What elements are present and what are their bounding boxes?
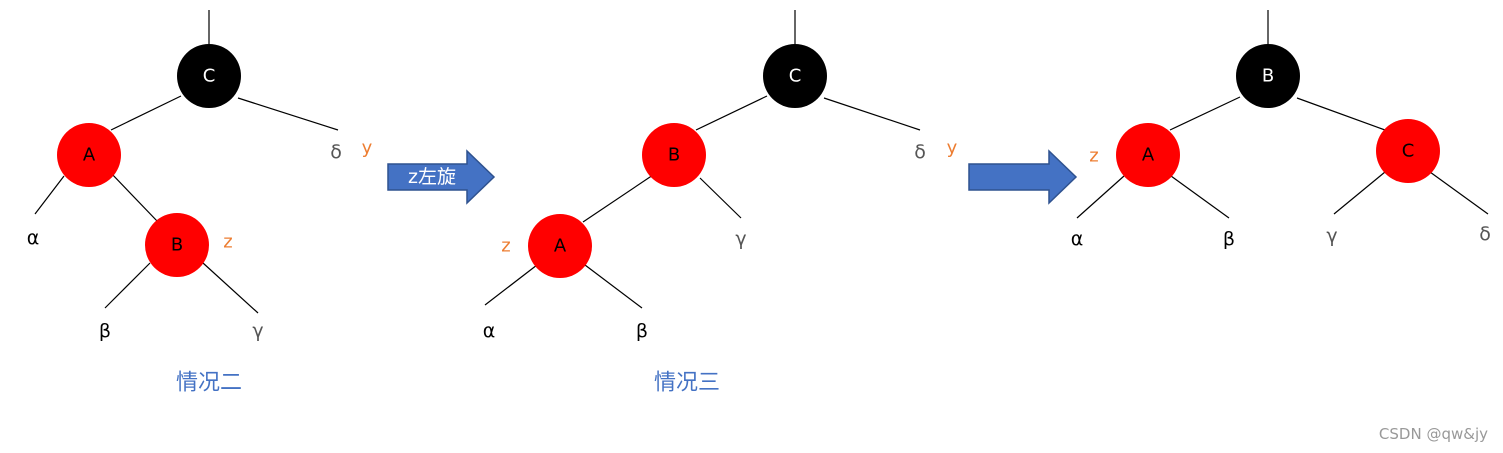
node-a-label: A [83,145,96,166]
tag-z: z [501,236,510,257]
arrow-left-rotate: z左旋 [387,149,496,205]
tag-y: y [362,138,373,159]
edge-b-a [1169,96,1241,131]
leaf-gamma: γ [735,228,746,250]
node-b: B [642,123,706,187]
node-c: C [763,44,827,108]
node-a-label: A [1142,145,1155,166]
leaf-beta: β [636,320,648,342]
leaf-alpha: α [483,320,496,342]
node-c: C [177,44,241,108]
leaf-delta: δ [914,141,926,163]
edge-b-gamma [202,262,259,314]
edge-a-alpha [484,264,538,306]
edge-a-alpha [34,175,65,215]
edge-b-gamma [699,177,742,219]
node-c: C [1376,119,1440,183]
watermark: CSDN @qw&jy [1379,425,1488,443]
node-c-label: C [789,66,802,87]
edge-c-delta [1429,171,1489,215]
node-b-label: B [1262,66,1274,87]
arrow-left-rotate-label: z左旋 [408,166,456,188]
node-a: A [1116,123,1180,187]
tag-z: z [1089,146,1098,167]
tree-case-three: C B A α β γ δ y z 情况三 [483,10,958,396]
node-b: B [145,213,209,277]
node-a: A [528,214,592,278]
leaf-delta: δ [1479,223,1491,245]
node-b-label: B [668,145,680,166]
edge-b-c [1296,97,1386,131]
edge-c-delta [237,97,339,131]
tag-y: y [947,138,958,159]
arrow-transition [968,149,1078,205]
tree-result: B A C α β γ δ z [1071,10,1491,250]
tree-case-two: C A B α β γ δ y z 情况二 [27,10,373,396]
edge-a-b [109,171,159,223]
edge-b-beta [104,262,151,309]
arrow-right-icon [387,149,496,205]
leaf-beta: β [1223,228,1235,250]
leaf-alpha: α [27,227,40,249]
arrow-right-icon [968,149,1078,205]
tag-z: z [223,232,232,253]
edge-c-b [695,95,768,131]
node-a: A [57,123,121,187]
leaf-delta: δ [330,141,342,163]
edge-a-alpha [1076,175,1125,219]
leaf-gamma: γ [1326,225,1337,247]
leaf-gamma: γ [252,320,263,342]
leaf-alpha: α [1071,228,1084,250]
caption-case-two: 情况二 [176,371,242,396]
node-c-label: C [203,66,216,87]
edge-a-beta [584,264,643,309]
node-b: B [1236,44,1300,108]
node-b-label: B [171,235,183,256]
caption-case-three: 情况三 [654,371,720,396]
edge-a-beta [1170,175,1230,219]
node-c-label: C [1402,141,1415,162]
edge-b-a [582,174,654,223]
node-a-label: A [554,236,567,257]
leaf-beta: β [99,320,111,342]
edge-c-a [110,95,182,131]
edge-c-gamma [1333,171,1386,215]
edge-c-delta [823,97,921,131]
